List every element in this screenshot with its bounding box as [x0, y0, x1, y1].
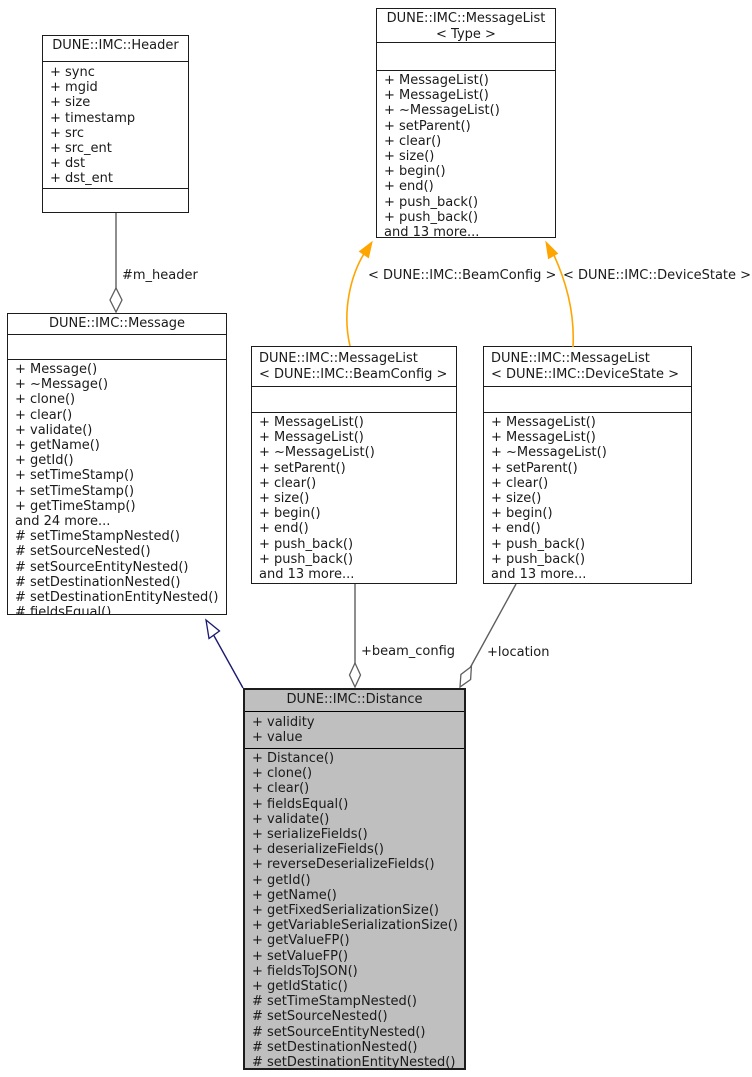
- class-attributes-messagelist-beamconfig: [252, 387, 456, 413]
- template-arrowhead-beamconfig: [358, 240, 373, 259]
- class-attributes-message: [8, 335, 226, 360]
- class-box-dune-imc-messagelist-type[interactable]: DUNE::IMC::MessageList< Type > + Message…: [376, 8, 556, 238]
- class-title-header: DUNE::IMC::Header: [43, 36, 188, 62]
- aggregation-diamond-beam-config: [348, 661, 362, 689]
- inheritance-arrowhead: [205, 618, 221, 640]
- class-title-messagelist-devicestate: DUNE::IMC::MessageList< DUNE::IMC::Devic…: [484, 347, 691, 387]
- edge-label-template-devicestate: < DUNE::IMC::DeviceState >: [563, 268, 752, 283]
- edge-label-template-beamconfig: < DUNE::IMC::BeamConfig >: [368, 268, 557, 283]
- class-title-message: DUNE::IMC::Message: [8, 314, 226, 335]
- inheritance-edge-distance-message: [212, 633, 244, 689]
- class-methods-messagelist-beamconfig: + MessageList()+ MessageList()+ ~Message…: [259, 415, 375, 583]
- class-box-dune-imc-distance[interactable]: DUNE::IMC::Distance + validity+ value + …: [243, 688, 466, 1070]
- class-title-messagelist-type: DUNE::IMC::MessageList< Type >: [377, 9, 555, 43]
- class-attributes-distance: + validity+ value: [245, 712, 464, 749]
- class-attributes-messagelist-type: [377, 43, 555, 71]
- class-box-dune-imc-header[interactable]: DUNE::IMC::Header + sync+ mgid+ size+ ti…: [42, 35, 189, 213]
- edge-label-location: +location: [487, 645, 550, 660]
- class-box-dune-imc-messagelist-devicestate[interactable]: DUNE::IMC::MessageList< DUNE::IMC::Devic…: [483, 346, 692, 584]
- template-edge-beamconfig: [346, 248, 368, 347]
- edge-label-beam-config: +beam_config: [361, 644, 456, 659]
- class-attributes-header: + sync+ mgid+ size+ timestamp+ src+ src_…: [43, 62, 188, 189]
- template-edge-devicestate: [551, 250, 575, 348]
- aggregation-diamond-m-header: [109, 286, 123, 314]
- class-methods-messagelist-type: + MessageList()+ MessageList()+ ~Message…: [384, 73, 500, 238]
- class-methods-message: + Message()+ ~Message()+ clone()+ clear(…: [15, 362, 219, 615]
- aggregation-diamond-location: [459, 665, 473, 689]
- class-methods-header: [43, 189, 188, 191]
- class-methods-distance: + Distance()+ clone()+ clear()+ fieldsEq…: [252, 751, 458, 1070]
- template-arrowhead-devicestate: [545, 240, 559, 260]
- class-title-distance: DUNE::IMC::Distance: [245, 690, 464, 712]
- class-attributes-messagelist-devicestate: [484, 387, 691, 413]
- class-title-messagelist-beamconfig: DUNE::IMC::MessageList< DUNE::IMC::BeamC…: [252, 347, 456, 387]
- class-box-dune-imc-messagelist-beamconfig[interactable]: DUNE::IMC::MessageList< DUNE::IMC::BeamC…: [251, 346, 457, 584]
- edge-label-m-header: #m_header: [122, 268, 198, 283]
- class-methods-messagelist-devicestate: + MessageList()+ MessageList()+ ~Message…: [491, 415, 607, 583]
- class-box-dune-imc-message[interactable]: DUNE::IMC::Message + Message()+ ~Message…: [7, 313, 227, 615]
